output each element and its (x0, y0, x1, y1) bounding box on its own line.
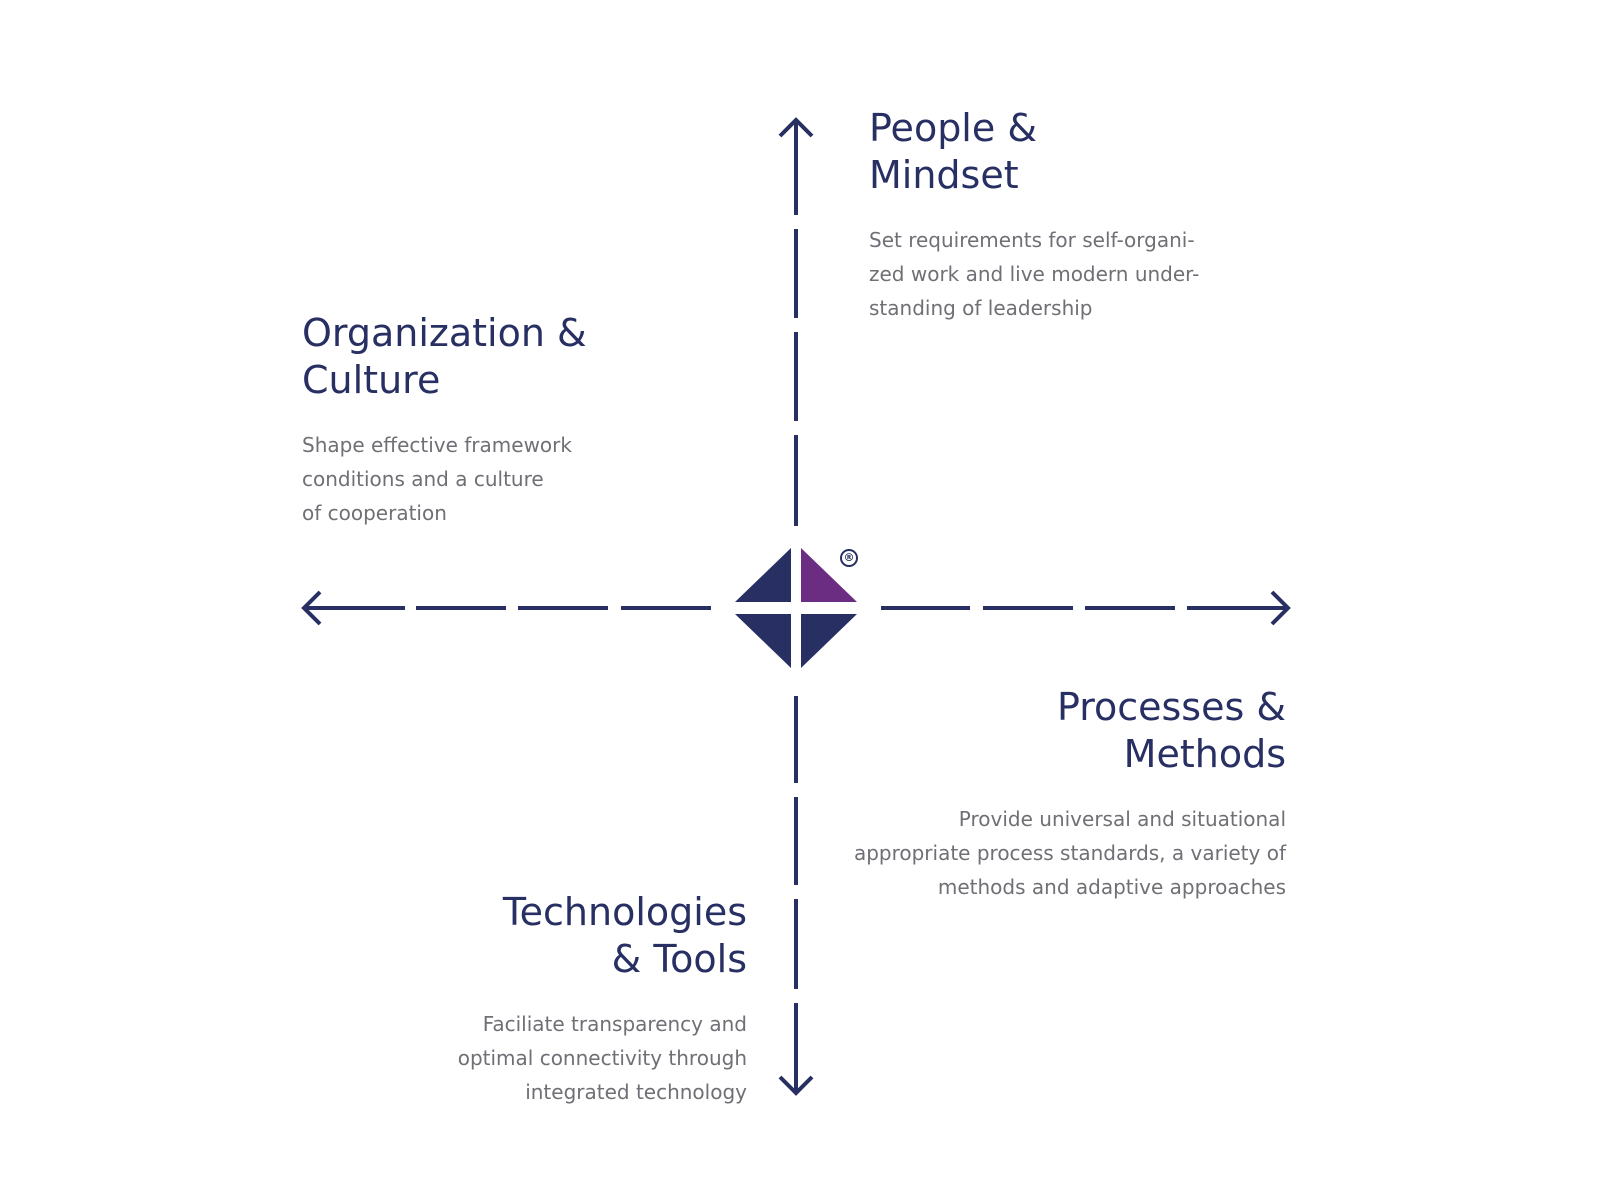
description-line: appropriate process standards, a variety… (853, 841, 1286, 865)
title-line: & Tools (611, 937, 747, 981)
axis-right (881, 590, 1291, 626)
quadrant-title: Processes & Methods (854, 684, 1286, 778)
description-line: Provide universal and situational (958, 807, 1286, 831)
quadrant-description: Shape effective framework conditions and… (302, 428, 587, 530)
logo-piece-top-right (801, 548, 857, 602)
description-line: of cooperation (302, 501, 447, 525)
description-line: Shape effective framework (302, 433, 572, 457)
description-line: methods and adaptive approaches (937, 875, 1286, 899)
quadrant-people-mindset: People & Mindset Set requirements for se… (869, 105, 1199, 325)
quadrant-description: Provide universal and situational approp… (854, 802, 1286, 904)
quadrant-title: People & Mindset (869, 105, 1199, 199)
quadrant-description: Faciliate transparency and optimal conne… (458, 1007, 747, 1109)
arrow-down-icon (778, 1075, 814, 1096)
arrow-left-icon (301, 590, 322, 626)
description-line: standing of leadership (869, 296, 1093, 320)
description-line: conditions and a culture (302, 467, 544, 491)
quadrant-title: Technologies & Tools (458, 889, 747, 983)
quadrant-technologies-tools: Technologies & Tools Faciliate transpare… (458, 889, 747, 1109)
title-line: Culture (302, 358, 441, 402)
title-line: People & (869, 106, 1037, 150)
description-line: Set requirements for self-organi- (869, 228, 1195, 252)
title-line: Mindset (869, 153, 1019, 197)
logo-piece-bottom-left (735, 614, 791, 668)
description-line: Faciliate transparency and (482, 1012, 747, 1036)
arrow-up-icon (778, 117, 814, 138)
axis-left (301, 590, 711, 626)
arrow-right-icon (1270, 590, 1291, 626)
quadrant-processes-methods: Processes & Methods Provide universal an… (854, 684, 1286, 904)
title-line: Technologies (502, 890, 747, 934)
description-line: zed work and live modern under- (869, 262, 1200, 286)
quadrant-organization-culture: Organization & Culture Shape effective f… (302, 310, 587, 530)
description-line: optimal connectivity through (457, 1046, 747, 1070)
title-line: Methods (1123, 732, 1286, 776)
title-line: Organization & (302, 311, 587, 355)
description-line: integrated technology (525, 1080, 747, 1104)
title-line: Processes & (1056, 685, 1286, 729)
logo-piece-top-left (735, 548, 791, 602)
axis-up (778, 117, 814, 526)
registered-mark: ® (840, 549, 858, 567)
logo-piece-bottom-right (801, 614, 857, 668)
diamond-logo-icon (735, 548, 857, 668)
quadrant-description: Set requirements for self-organi- zed wo… (869, 223, 1199, 325)
axis-down (778, 696, 814, 1096)
quadrant-title: Organization & Culture (302, 310, 587, 404)
